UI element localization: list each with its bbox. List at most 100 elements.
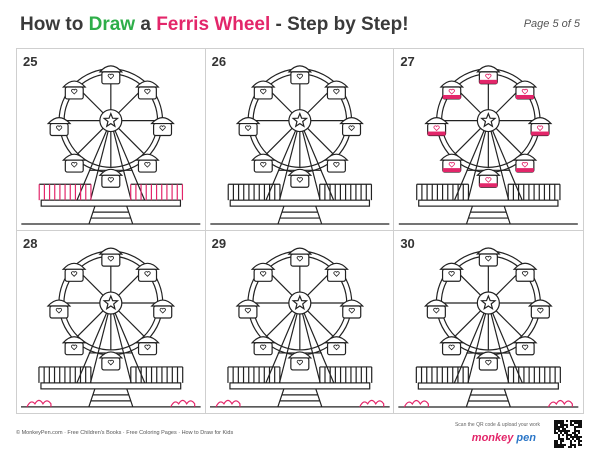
qr-module (558, 422, 560, 424)
qr-module (564, 430, 566, 432)
cabin-roof (513, 336, 538, 344)
wheel-spoke (266, 127, 293, 155)
bush (170, 399, 196, 408)
qr-module (574, 432, 576, 434)
qr-module (554, 444, 556, 446)
cabin-roof (323, 336, 349, 344)
cabin-roof (135, 262, 160, 270)
cabin (235, 299, 260, 319)
qr-module (570, 420, 572, 422)
heart-icon (259, 88, 266, 95)
cabin (46, 117, 72, 137)
ferris-wheel-drawing (209, 65, 389, 225)
qr-module (560, 444, 562, 446)
cabin-roof (250, 153, 276, 161)
cabin-body (49, 122, 69, 137)
cabin-roof (476, 247, 502, 255)
star-icon (291, 294, 308, 311)
cabin-red-band (516, 94, 535, 99)
qr-module (568, 434, 570, 436)
qr-module (578, 420, 580, 422)
platform (418, 382, 560, 390)
cabin-body (289, 71, 310, 85)
wheel-hub (477, 291, 501, 315)
logo-text: pen (513, 432, 536, 444)
qr-module (566, 434, 568, 436)
step-number: 30 (400, 236, 415, 251)
qr-module (560, 430, 562, 432)
cabin-body (531, 305, 551, 319)
cabin-body (341, 305, 361, 319)
cabin (323, 262, 349, 282)
cabin-roof (250, 80, 276, 88)
heart-icon (259, 344, 266, 351)
heart-icon (348, 125, 355, 132)
wheel-spoke (455, 127, 482, 155)
ferris-wheel-drawing (21, 65, 201, 225)
cabin (150, 117, 175, 137)
heart-icon (433, 125, 441, 132)
cabin (98, 168, 124, 188)
logo-text: monkey (471, 432, 514, 444)
bush (26, 399, 52, 408)
cabin-body (153, 305, 173, 319)
wheel-hub (287, 109, 312, 133)
title-draw-word: Draw (88, 14, 136, 35)
cabin-roof (98, 247, 124, 255)
platform (40, 382, 182, 390)
cabin-roof (424, 299, 450, 307)
support-leg (265, 302, 301, 384)
qr-module (554, 446, 556, 448)
wheel-spoke (118, 310, 145, 337)
support-leg (110, 120, 146, 201)
heart-icon (537, 125, 544, 132)
qr-module (562, 428, 564, 430)
ferris-wheel-drawing (398, 247, 579, 408)
heart-icon (107, 359, 114, 366)
cabin-roof (61, 336, 87, 344)
cabin-body (289, 174, 310, 188)
qr-module (578, 438, 580, 440)
qr-module (576, 438, 578, 440)
heart-icon (71, 271, 78, 277)
qr-module (574, 426, 576, 428)
support-leg (298, 120, 334, 201)
support-leg (278, 302, 301, 384)
step-number: 25 (23, 54, 38, 69)
cabin (135, 262, 160, 282)
qr-module (562, 430, 564, 432)
footer-links[interactable]: © MonkeyPen.com · Free Children's Books … (16, 430, 234, 436)
cabin (323, 336, 349, 356)
qr-module (580, 422, 582, 424)
support-leg (76, 302, 112, 384)
wheel-hub (99, 291, 123, 315)
cabin-body (515, 268, 536, 282)
qr-module (570, 440, 572, 442)
stairs (88, 388, 134, 408)
cabin-roof (135, 336, 160, 344)
cabin-body (427, 305, 447, 319)
qr-module (554, 428, 556, 430)
qr-module (556, 444, 558, 446)
cabin (135, 80, 160, 100)
bush (215, 399, 241, 408)
wheel-spoke (306, 310, 334, 337)
qr-module (562, 422, 564, 424)
cabin-roof (287, 351, 312, 359)
cabin-body (101, 71, 121, 85)
qr-module (576, 430, 578, 432)
qr-module (570, 446, 572, 448)
step-panel: 29 (206, 231, 395, 413)
heart-icon (433, 307, 440, 314)
cabin-roof (61, 262, 87, 270)
qr-module (566, 430, 568, 432)
heart-icon (107, 73, 114, 80)
heart-icon (485, 177, 492, 183)
page-number: Page 5 of 5 (523, 18, 580, 30)
cabin-body (64, 159, 84, 173)
step-number: 26 (211, 54, 227, 69)
cabin-red-band (443, 168, 462, 173)
cabin (250, 262, 276, 282)
cabin (338, 117, 364, 137)
qr-module (578, 426, 580, 428)
